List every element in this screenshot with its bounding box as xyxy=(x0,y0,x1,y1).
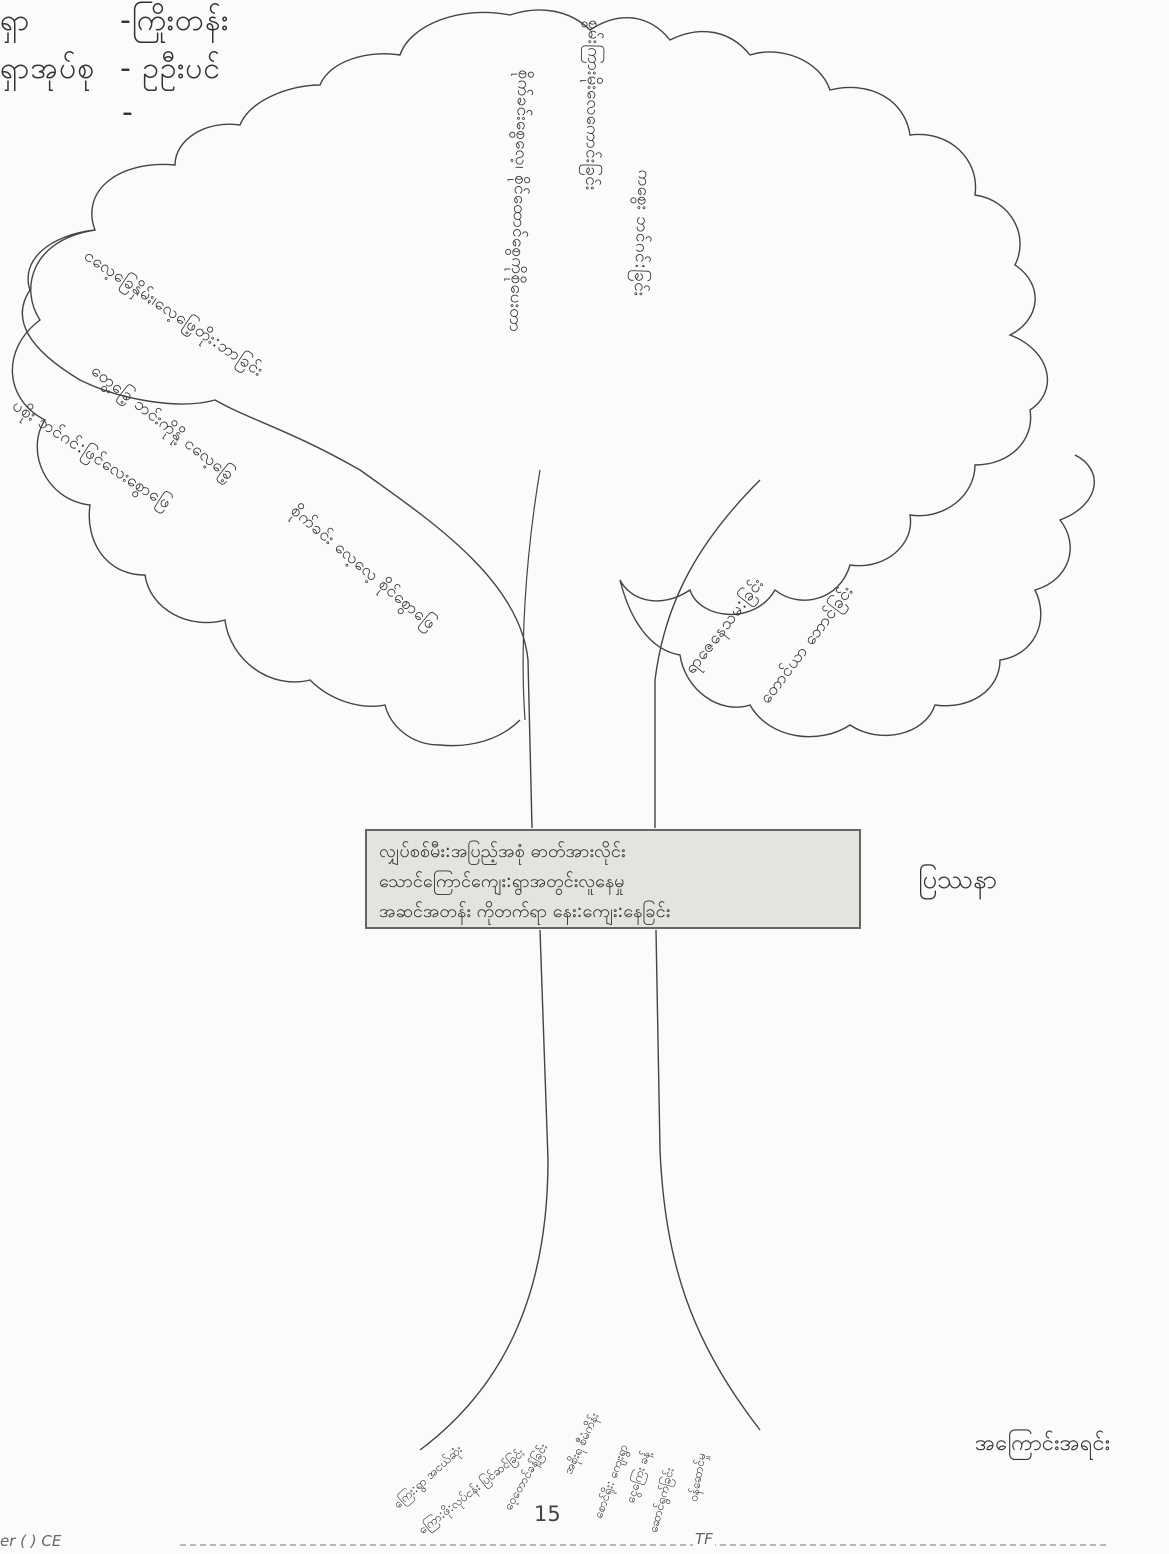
tree-trunk-left xyxy=(359,469,549,1451)
tree-trunk-right xyxy=(654,479,761,1431)
header-line1-label: ရှာ xyxy=(0,3,31,38)
trunk-problem-box: လျှပ်စစ်မီး:အပြည့်အစုံ ဓာတ်အားလိုင်း သော… xyxy=(365,829,861,929)
trunk-problem-line-3: အဆင်အတန်း ကိုတက်ရာ နေး:ကျေး:နေခြင်း xyxy=(379,901,671,922)
footer-mid-text: TF xyxy=(693,1530,715,1548)
footer-left-text: er ( ) CE xyxy=(0,1532,62,1550)
header-line3-dash: - xyxy=(122,95,134,130)
page-number: 15 xyxy=(528,1502,567,1526)
leaf-text-6: စွမ်းကြားမိုးလေကောင်းခြင်း xyxy=(581,19,605,191)
trunk-problem-line-2: သောင်ကြောင်ကျေး:ရွာအတွင်းလူနေမှု xyxy=(379,871,625,892)
trunk-problem-line-1: လျှပ်စစ်မီး:အပြည့်အစုံ ဓာတ်အားလိုင်း xyxy=(379,841,626,862)
header-line2-label: ရှာအုပ်စု xyxy=(0,51,96,86)
tree-crown-lower-right xyxy=(619,454,1095,738)
tree-crown-outline xyxy=(21,9,1049,616)
tree-branch-middle xyxy=(522,469,541,721)
header-line1-value: -ကြိုး၀ာန်း xyxy=(120,3,230,38)
leaf-text-7: ကစွေး ဘင်ဂင်:ခြင်း xyxy=(629,169,655,297)
problem-label: ပြဿနာ xyxy=(918,865,998,895)
header-line2-value: - ဥဦးပင် xyxy=(120,51,222,86)
tree-crown-lower-left xyxy=(11,229,521,747)
cause-label: အကြောင်းအရင်း xyxy=(975,1431,1111,1456)
